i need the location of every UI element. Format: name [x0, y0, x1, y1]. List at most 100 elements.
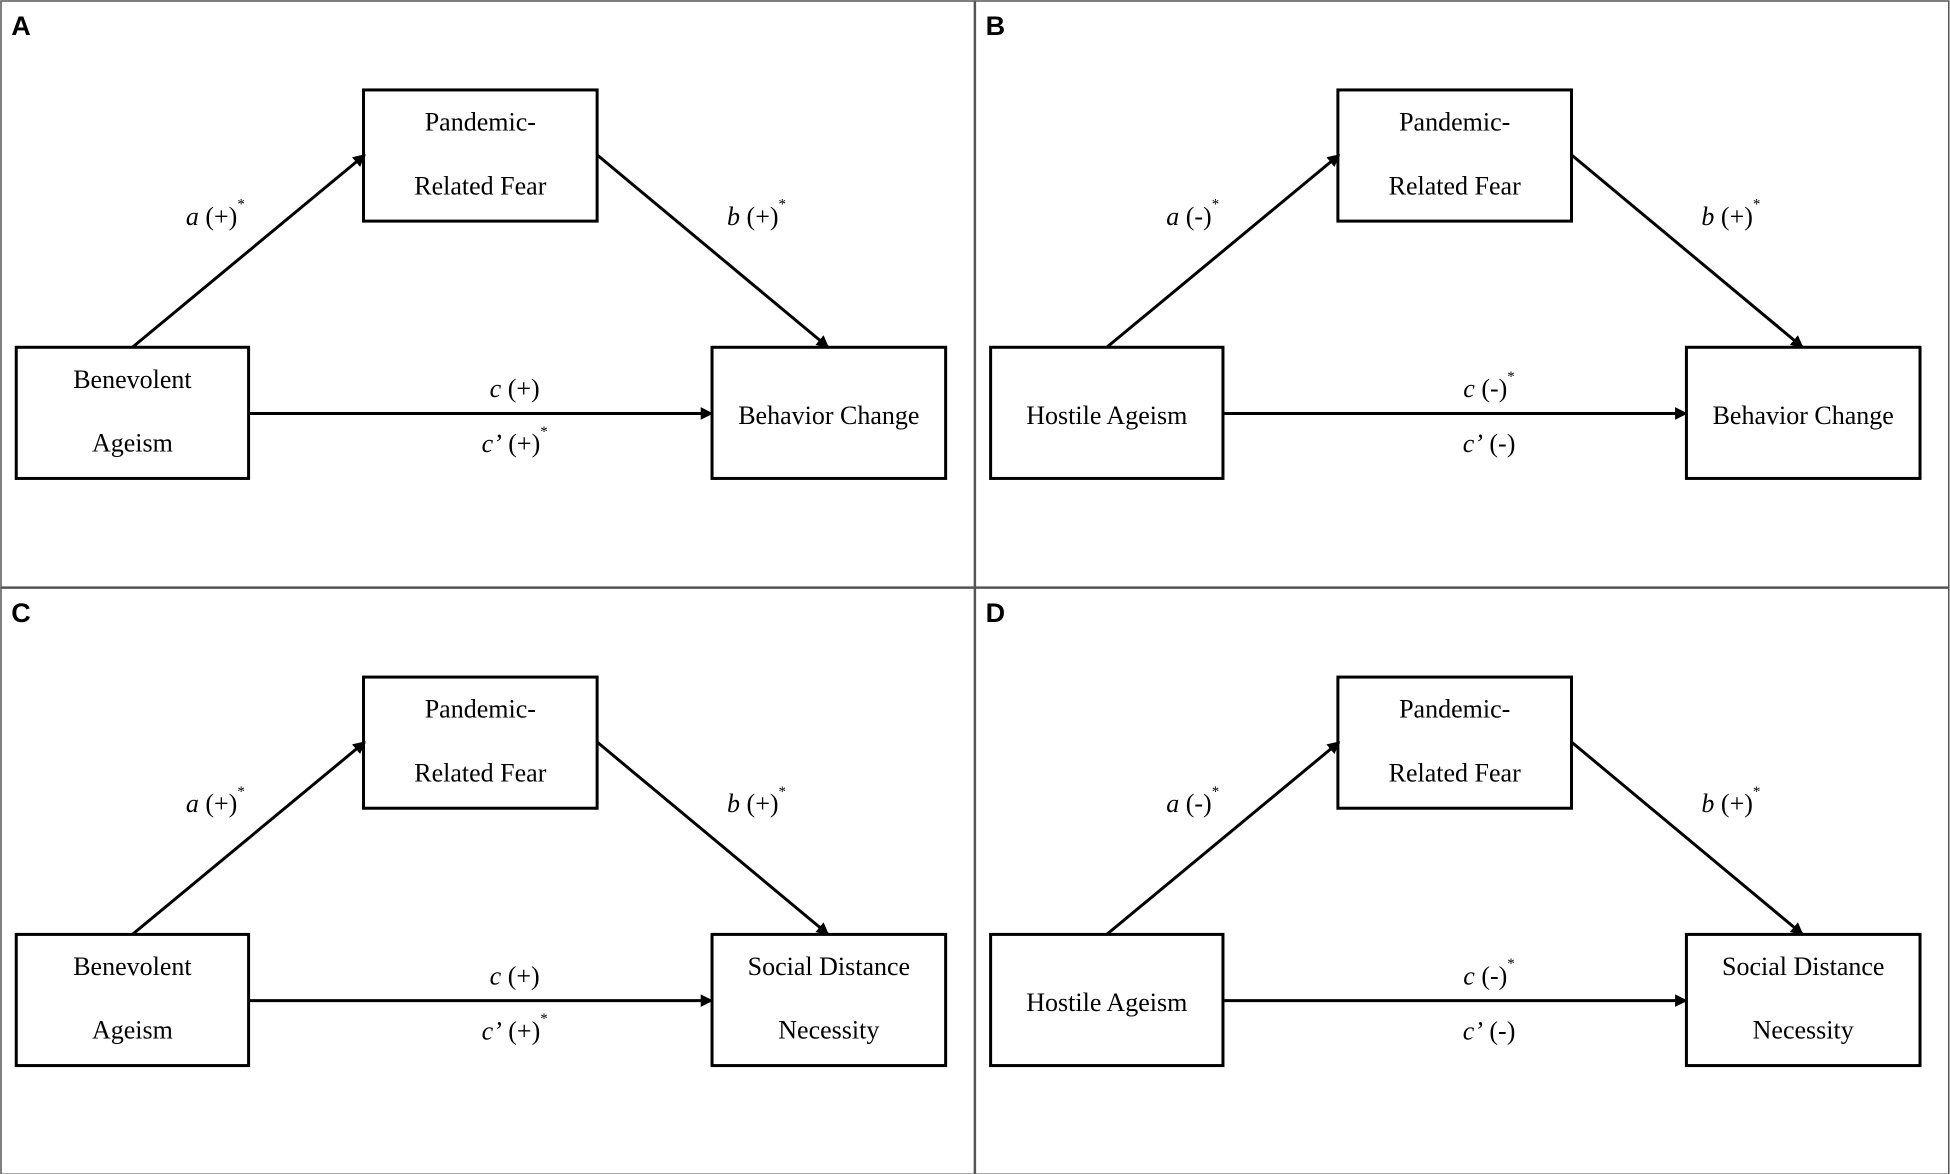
- mediator-label: Pandemic-: [425, 695, 536, 724]
- mediator-box: [1336, 88, 1573, 223]
- panel-letter: B: [986, 11, 1006, 41]
- mediator-label: Pandemic-: [1399, 695, 1510, 724]
- predictor-label: Hostile Ageism: [1026, 401, 1187, 430]
- path-c-label-symbol: c: [1463, 374, 1475, 403]
- path-a-label: a (+)*: [186, 197, 245, 231]
- outcome-box: [710, 932, 948, 1068]
- path-a-label: a (+)*: [186, 784, 245, 818]
- path-c-label: c (+): [490, 374, 540, 403]
- predictor-label: Ageism: [92, 429, 173, 458]
- mediator-box: [362, 675, 599, 810]
- outcome-label: Necessity: [1753, 1016, 1854, 1045]
- path-c-label: c (+): [490, 961, 540, 990]
- path-a-label-sign: (-): [1179, 789, 1211, 818]
- predictor-label: Benevolent: [73, 365, 192, 394]
- outcome-label: Behavior Change: [738, 401, 919, 430]
- path-a-label: a (-)*: [1166, 784, 1219, 818]
- panel-letter: C: [11, 598, 31, 628]
- predictor-label: Benevolent: [73, 952, 192, 981]
- mediator-label: Related Fear: [1389, 758, 1521, 787]
- path-a-label-significance-star: *: [237, 197, 245, 213]
- mediator-label: Related Fear: [1389, 171, 1521, 200]
- path-c-prime-label-sign: (-): [1483, 1016, 1515, 1045]
- path-c-label-sign: (-): [1475, 374, 1507, 403]
- predictor-box: [14, 932, 251, 1068]
- outcome-label: Behavior Change: [1713, 401, 1894, 430]
- path-c-label: c (-)*: [1463, 369, 1515, 403]
- path-a-label-significance-star: *: [237, 784, 245, 800]
- path-c-label-symbol: c: [1463, 961, 1475, 990]
- path-a-label-significance-star: *: [1212, 784, 1220, 800]
- path-b-label-significance-star: *: [779, 197, 787, 213]
- path-a-label-significance-star: *: [1212, 197, 1220, 213]
- path-b-label: b (+)*: [1701, 197, 1760, 231]
- path-c-label-symbol: c: [490, 961, 502, 990]
- path-c-prime-label-symbol: c’: [482, 1016, 502, 1045]
- path-c-label-significance-star: *: [1507, 369, 1515, 385]
- mediator-label: Related Fear: [414, 758, 546, 787]
- outcome-label: Social Distance: [1722, 952, 1884, 981]
- predictor-box: [989, 345, 1225, 480]
- path-a-label-symbol: a: [1166, 202, 1179, 231]
- path-c-prime-label-significance-star: *: [540, 1011, 548, 1027]
- path-a-label-symbol: a: [1166, 789, 1179, 818]
- path-b-label-symbol: b: [1701, 202, 1714, 231]
- path-c-label-sign: (+): [501, 374, 539, 403]
- path-b-label-sign: (+): [740, 789, 778, 818]
- path-b-label-sign: (+): [740, 202, 778, 231]
- predictor-label: Hostile Ageism: [1026, 988, 1187, 1017]
- path-c-prime-label: c’ (-): [1463, 1016, 1516, 1045]
- path-c-prime-label: c’ (+)*: [482, 424, 548, 458]
- path-b-label: b (+)*: [1701, 784, 1760, 818]
- panel-letter: A: [11, 11, 31, 41]
- path-c-prime-label-sign: (-): [1483, 429, 1515, 458]
- path-c-label-sign: (+): [501, 961, 539, 990]
- path-b-label-significance-star: *: [779, 784, 787, 800]
- path-b-label: b (+)*: [727, 784, 786, 818]
- path-a-arrow: [1105, 740, 1341, 936]
- path-c-prime-label-significance-star: *: [540, 424, 548, 440]
- outcome-box: [710, 345, 948, 480]
- path-b-label-symbol: b: [727, 789, 740, 818]
- predictor-label: Ageism: [92, 1016, 173, 1045]
- path-a-label-sign: (-): [1179, 202, 1211, 231]
- path-c-prime-label-sign: (+): [502, 429, 540, 458]
- mediator-label: Pandemic-: [1399, 108, 1510, 137]
- path-c-prime-label-symbol: c’: [1463, 429, 1483, 458]
- mediator-label: Related Fear: [414, 171, 546, 200]
- path-a-label-symbol: a: [186, 789, 199, 818]
- path-a-label-sign: (+): [199, 789, 237, 818]
- path-b-arrow: [596, 740, 830, 936]
- panel-letter: D: [986, 598, 1006, 628]
- path-c-prime-label-symbol: c’: [1463, 1016, 1483, 1045]
- path-a-label-sign: (+): [199, 202, 237, 231]
- path-b-label: b (+)*: [727, 197, 786, 231]
- outcome-box: [1684, 932, 1922, 1068]
- path-b-label-symbol: b: [1701, 789, 1714, 818]
- path-b-arrow: [1570, 740, 1804, 936]
- outcome-label: Social Distance: [748, 952, 910, 981]
- predictor-box: [989, 932, 1225, 1068]
- path-a-arrow: [1105, 153, 1341, 349]
- path-b-arrow: [1570, 153, 1804, 349]
- path-c-label: c (-)*: [1463, 956, 1515, 990]
- path-c-prime-label: c’ (-): [1463, 429, 1516, 458]
- path-a-arrow: [131, 153, 366, 349]
- mediator-box: [362, 88, 599, 223]
- path-a-label: a (-)*: [1166, 197, 1219, 231]
- outcome-label: Necessity: [778, 1016, 879, 1045]
- path-c-label-sign: (-): [1475, 961, 1507, 990]
- path-a-arrow: [131, 740, 366, 936]
- path-b-arrow: [596, 153, 830, 349]
- path-c-label-symbol: c: [490, 374, 502, 403]
- path-b-label-significance-star: *: [1753, 197, 1761, 213]
- path-c-prime-label: c’ (+)*: [482, 1011, 548, 1045]
- path-b-label-symbol: b: [727, 202, 740, 231]
- path-a-label-symbol: a: [186, 202, 199, 231]
